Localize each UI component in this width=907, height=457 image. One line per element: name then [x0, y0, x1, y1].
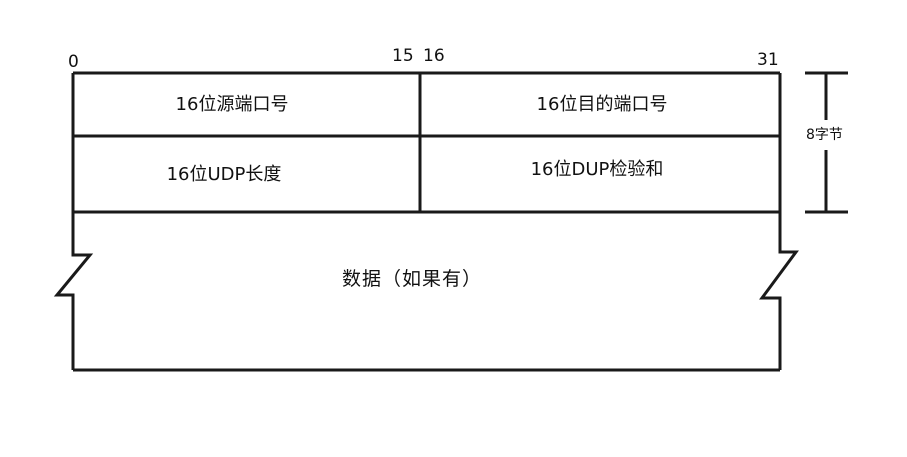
- bit-label-0: 0: [68, 52, 79, 72]
- field-udp-length: 16位UDP长度: [166, 164, 282, 185]
- field-destination-port: 16位目的端口号: [536, 94, 668, 115]
- bit-label-31: 31: [757, 50, 779, 70]
- data-right-border-break: [759, 212, 799, 370]
- field-source-port: 16位源端口号: [175, 94, 289, 115]
- data-left-border-break: [53, 212, 94, 370]
- header-size-label: 8字节: [806, 127, 843, 143]
- bit-label-16: 16: [423, 46, 445, 66]
- bit-label-15: 15: [392, 46, 414, 66]
- data-section-label: 数据（如果有）: [341, 268, 483, 290]
- field-checksum: 16位DUP检验和: [530, 159, 664, 180]
